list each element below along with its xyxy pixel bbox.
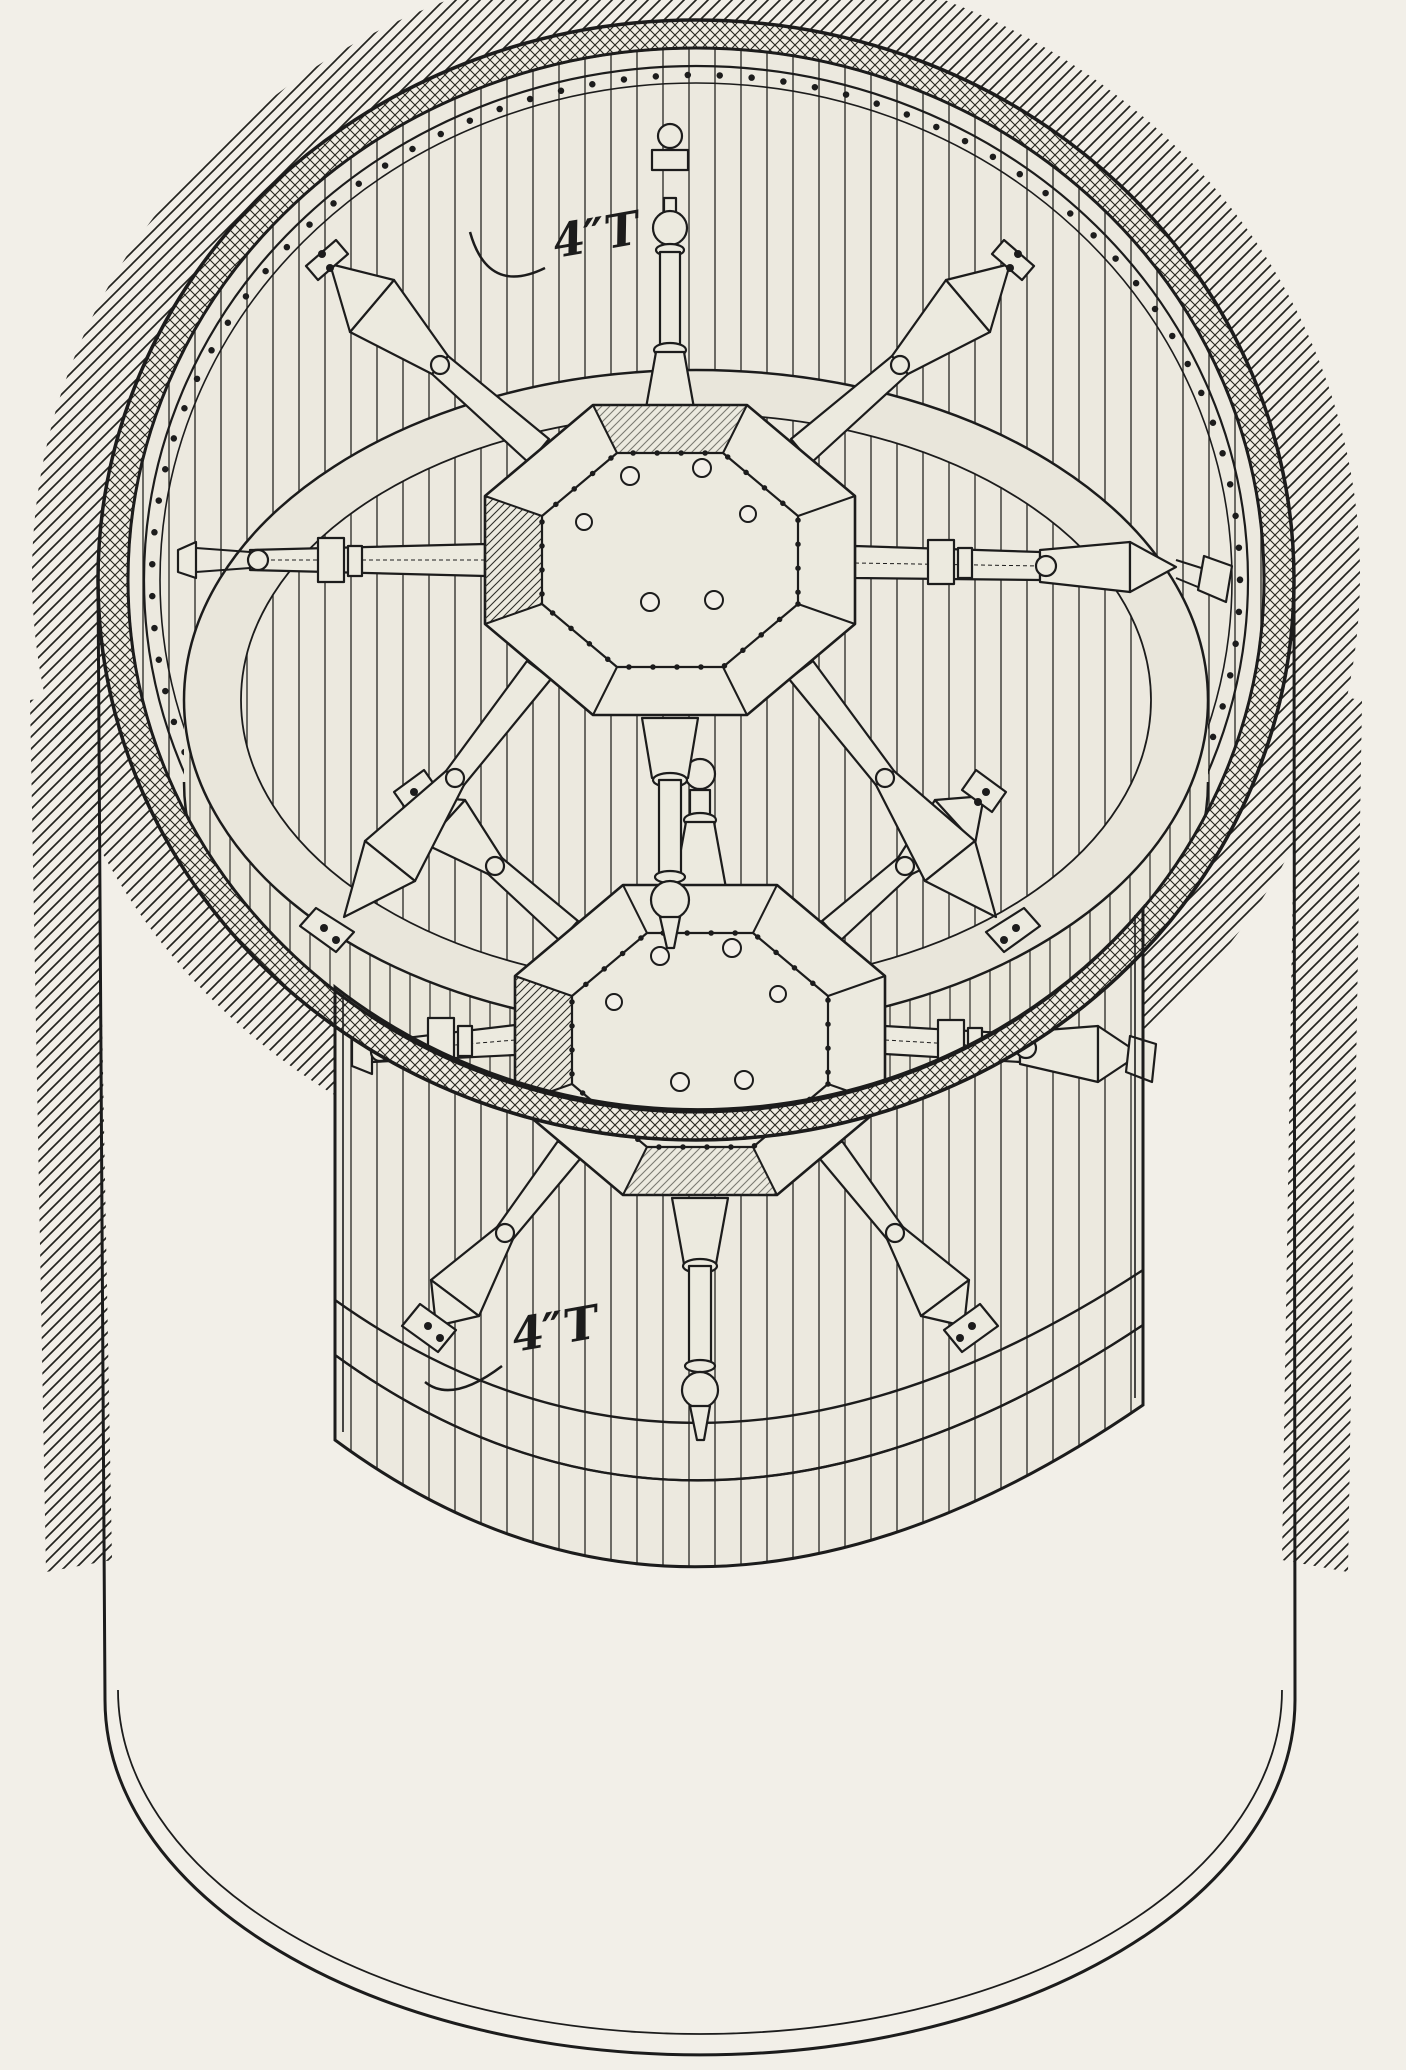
strut-upper-south-post xyxy=(640,716,700,950)
hub-upper xyxy=(483,403,857,717)
strut-upper-southwest xyxy=(298,659,553,954)
cylinder-front-wall xyxy=(96,46,1297,2057)
strut-lower-north-post xyxy=(672,757,728,890)
strut-lower-southeast xyxy=(818,1139,1000,1354)
curb-rivet-ring xyxy=(148,71,1244,1089)
leader-line-upper xyxy=(468,231,546,278)
bottom-rim-inner-line xyxy=(117,1689,1283,2035)
exterior-hatching xyxy=(30,0,1362,1572)
upper-spider xyxy=(176,122,1234,954)
hub-lower xyxy=(513,883,887,1197)
strut-upper-southeast xyxy=(787,659,1042,954)
strut-upper-east xyxy=(853,538,1234,604)
strut-lower-south-post xyxy=(670,1196,730,1442)
strut-lower-southwest xyxy=(400,1139,582,1354)
leader-line-lower xyxy=(424,1365,503,1392)
strut-upper-northeast xyxy=(789,238,1036,465)
